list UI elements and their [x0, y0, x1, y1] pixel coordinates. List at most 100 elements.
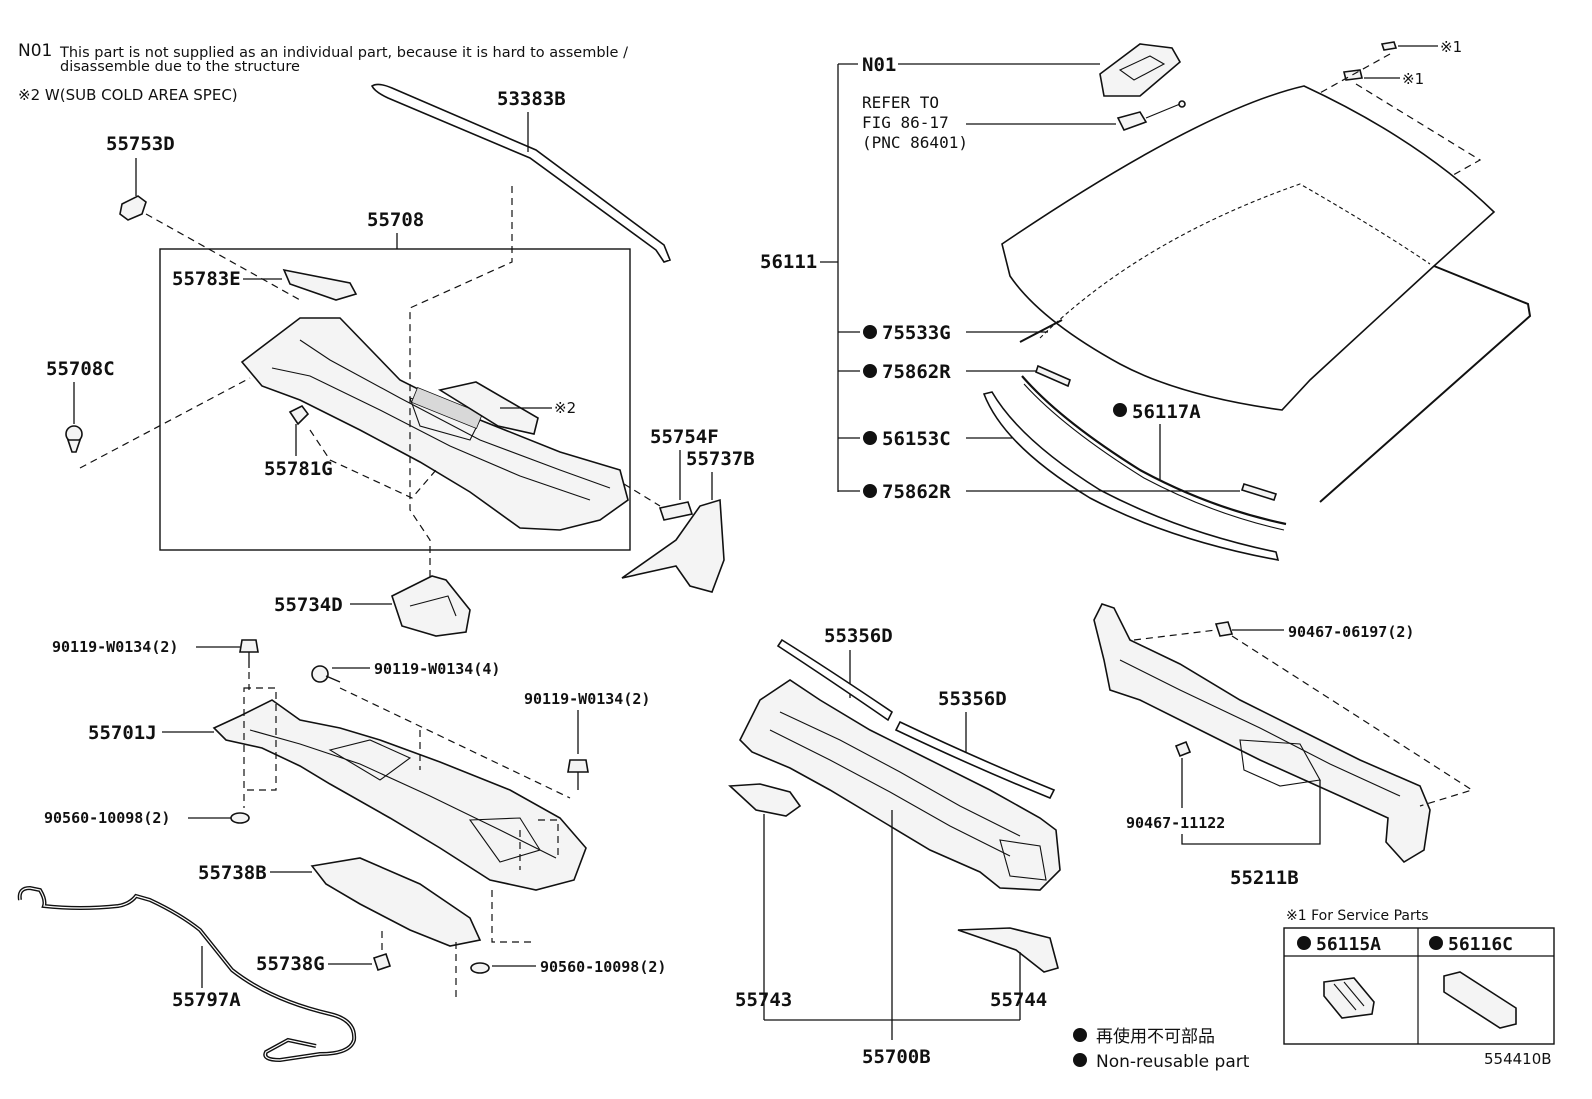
label-N01[interactable]: N01 [862, 54, 896, 76]
label-55743[interactable]: 55743 [735, 989, 792, 1011]
label-90467-11122[interactable]: 90467-11122 [1126, 814, 1225, 832]
part-55356D-seal-a[interactable] [776, 638, 894, 722]
note-n01-line1: This part is not supplied as an individu… [59, 45, 628, 61]
bullet-56117A [1113, 403, 1127, 417]
label-75862R-a[interactable]: 75862R [882, 361, 951, 383]
part-86401-sensor[interactable] [1116, 100, 1186, 131]
part-90119-bolt-a[interactable] [239, 639, 259, 668]
part-75862R-clip-b[interactable] [1240, 483, 1278, 501]
part-56115A-spacer-pad[interactable] [1323, 977, 1375, 1019]
part-55783E-cover[interactable] [282, 268, 358, 301]
label-55737B[interactable]: 55737B [686, 448, 755, 470]
dash-bolt-b [339, 687, 571, 799]
part-75862R-clip-a[interactable] [1035, 364, 1071, 388]
part-55708-cowl-panel[interactable] [240, 317, 629, 531]
label-90119-W0134-b[interactable]: 90119-W0134(4) [374, 660, 500, 678]
part-56153C-dam[interactable] [982, 391, 1280, 562]
label-56153C[interactable]: 56153C [882, 428, 951, 450]
label-55738B[interactable]: 55738B [198, 862, 267, 884]
bullet-56116C [1429, 936, 1443, 950]
legend-jp: 再使用不可部品 [1096, 1026, 1215, 1047]
part-55734D-bracket[interactable] [391, 575, 471, 637]
dash-55211B [1133, 629, 1474, 807]
bracket-55211B [1181, 780, 1321, 845]
label-90119-W0134-c[interactable]: 90119-W0134(2) [524, 690, 650, 708]
label-56111[interactable]: 56111 [760, 251, 817, 273]
service-parts-title: ※1 For Service Parts [1286, 908, 1429, 924]
part-windshield-molding[interactable] [1319, 265, 1532, 503]
part-55744-bracket[interactable] [957, 927, 1059, 973]
label-55708C[interactable]: 55708C [46, 358, 115, 380]
part-55797A-hose[interactable] [17, 885, 357, 1063]
label-55783E[interactable]: 55783E [172, 268, 241, 290]
part-55738G-clip[interactable] [372, 952, 392, 972]
legend-en: Non-reusable part [1096, 1052, 1250, 1072]
part-55356D-seal-b[interactable] [894, 720, 1056, 800]
label-56116C[interactable]: 56116C [1448, 934, 1513, 955]
service-parts-table [1283, 927, 1555, 1045]
legend-bullet-en [1073, 1053, 1087, 1067]
part-56117A-spacer[interactable] [1021, 375, 1287, 531]
mark-2: ※2 [554, 399, 576, 417]
label-90467-06197[interactable]: 90467-06197(2) [1288, 623, 1414, 641]
part-55737B-bracket[interactable] [621, 498, 725, 593]
part-75533G-molding[interactable] [1019, 319, 1063, 343]
label-75862R-b[interactable]: 75862R [882, 481, 951, 503]
part-55781G-grommet[interactable] [288, 404, 310, 426]
part-N01-sensor-bracket[interactable] [1099, 43, 1182, 97]
part-sub-cold-seal[interactable] [437, 381, 539, 435]
bullet-75862R-b [863, 484, 877, 498]
ref-line1: REFER TO [862, 93, 939, 112]
label-55754F[interactable]: 55754F [650, 426, 719, 448]
part-55753D-clip[interactable] [119, 195, 147, 221]
label-55356D-a[interactable]: 55356D [824, 625, 893, 647]
part-55738B-cover[interactable] [310, 857, 482, 947]
part-55211B-seal[interactable] [1093, 603, 1431, 864]
note-sub-cold-area: ※2 W(SUB COLD AREA SPEC) [18, 86, 238, 104]
mark-1-a: ※1 [1440, 38, 1462, 56]
label-90119-W0134-a[interactable]: 90119-W0134(2) [52, 638, 178, 656]
label-55708[interactable]: 55708 [367, 209, 424, 231]
part-53383B-strip[interactable] [370, 83, 672, 263]
part-90560-washer-a[interactable] [230, 812, 250, 824]
dash-55738B [491, 890, 532, 943]
part-56116C-spacer-pad[interactable] [1443, 971, 1517, 1029]
label-75533G[interactable]: 75533G [882, 322, 951, 344]
dash-55753D [145, 213, 301, 301]
part-55701J-cowl-panel[interactable] [212, 699, 587, 891]
ref-line2: FIG 86-17 [862, 113, 949, 132]
part-90119-bolt-c[interactable] [567, 759, 589, 790]
part-90119-bolt-b[interactable] [311, 665, 341, 683]
part-56111-windshield[interactable] [1001, 85, 1496, 411]
label-55753D[interactable]: 55753D [106, 133, 175, 155]
label-90560-10098-a[interactable]: 90560-10098(2) [44, 809, 170, 827]
label-55211B[interactable]: 55211B [1230, 867, 1299, 889]
part-55700B-cowl-panel[interactable] [739, 679, 1061, 891]
label-90560-10098-b[interactable]: 90560-10098(2) [540, 958, 666, 976]
label-55797A[interactable]: 55797A [172, 989, 241, 1011]
bullet-75533G [863, 325, 877, 339]
part-55743-bracket[interactable] [728, 783, 802, 817]
label-56117A[interactable]: 56117A [1132, 401, 1201, 423]
mark-1-b: ※1 [1402, 70, 1424, 88]
label-55744[interactable]: 55744 [990, 989, 1047, 1011]
label-55734D[interactable]: 55734D [274, 594, 343, 616]
bullet-56153C [863, 431, 877, 445]
part-90467-11122-clip[interactable] [1174, 740, 1192, 758]
label-55700B[interactable]: 55700B [862, 1046, 931, 1068]
part-56116C-top[interactable] [1380, 41, 1398, 51]
label-56115A[interactable]: 56115A [1316, 934, 1381, 955]
part-55708C-clip[interactable] [65, 425, 83, 453]
part-90560-washer-b[interactable] [470, 962, 490, 974]
label-55738G[interactable]: 55738G [256, 953, 325, 975]
label-53383B[interactable]: 53383B [497, 88, 566, 110]
part-55754F-clip[interactable] [658, 501, 694, 521]
dash-55708C [79, 377, 251, 469]
label-55356D-b[interactable]: 55356D [938, 688, 1007, 710]
part-90467-06197-clip[interactable] [1214, 621, 1234, 637]
label-55701J[interactable]: 55701J [88, 722, 157, 744]
figure-id: 554410B [1484, 1050, 1552, 1068]
label-55781G[interactable]: 55781G [264, 458, 333, 480]
legend-bullet-jp [1073, 1028, 1087, 1042]
